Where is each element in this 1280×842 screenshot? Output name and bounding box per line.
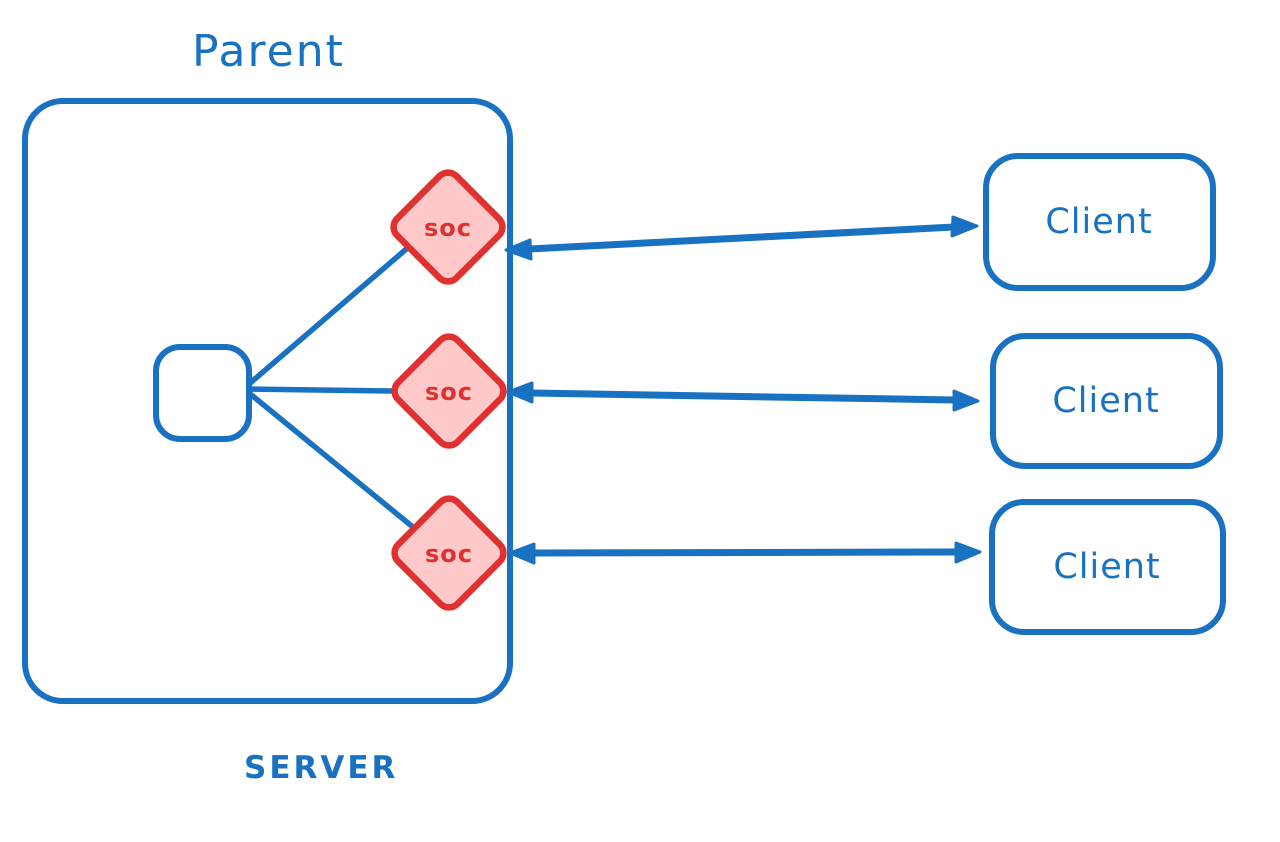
- client-label-1: Client: [1045, 202, 1153, 242]
- arrow-head-right-icon: [950, 215, 979, 238]
- socket-diamond-1: [390, 169, 506, 285]
- socket-label-2: soc: [425, 378, 473, 406]
- arrow-head-left-icon: [508, 542, 536, 565]
- connector-line-socket-1: [246, 242, 414, 387]
- arrow-shaft: [530, 548, 960, 557]
- client-label-3: Client: [1053, 547, 1161, 587]
- socket-label-3: soc: [425, 540, 473, 568]
- parent-title: Parent: [192, 26, 345, 77]
- arrow-head-right-icon: [954, 541, 982, 564]
- arrow-socket2-client2: [506, 381, 980, 412]
- arrow-socket1-client1: [504, 215, 979, 261]
- arrow-shaft: [525, 223, 958, 253]
- process-square: [153, 344, 252, 442]
- arrow-shaft: [527, 389, 959, 404]
- socket-diamond-3: [391, 495, 507, 611]
- arrow-socket3-client3: [508, 541, 982, 565]
- arrow-head-left-icon: [506, 381, 534, 404]
- client-box-2: [990, 333, 1223, 469]
- socket-diamond-2: [391, 333, 507, 449]
- client-label-2: Client: [1052, 381, 1160, 421]
- server-box: [22, 98, 513, 704]
- arrow-head-right-icon: [952, 389, 980, 412]
- socket-label-1: soc: [424, 214, 472, 242]
- connector-line-socket-2: [246, 386, 397, 394]
- arrow-head-left-icon: [504, 238, 533, 261]
- connector-line-socket-3: [246, 390, 422, 535]
- client-box-3: [989, 499, 1226, 635]
- server-caption: SERVER: [244, 750, 399, 786]
- client-box-1: [983, 153, 1216, 291]
